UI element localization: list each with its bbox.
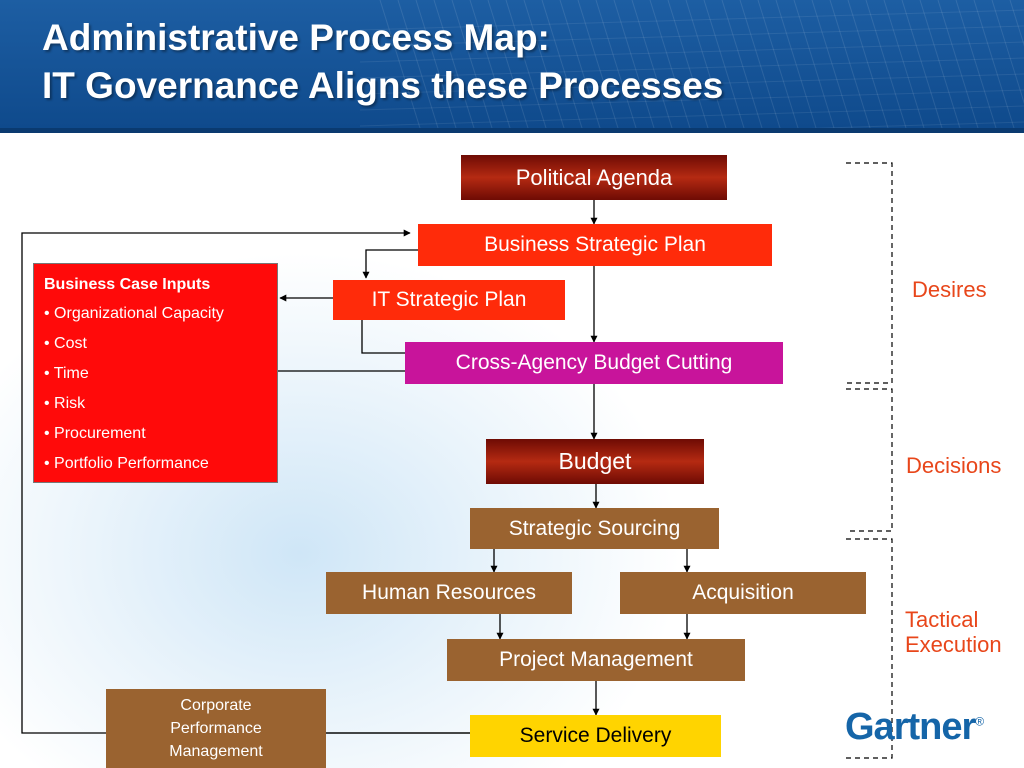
business-strategic-plan-box: Business Strategic Plan (418, 224, 772, 266)
grid-line (541, 0, 583, 128)
bracket-decisions (846, 388, 893, 532)
grid-line (359, 89, 1024, 111)
business-case-item: • Procurement (44, 425, 146, 442)
grid-line (415, 0, 457, 128)
grid-line (919, 0, 961, 128)
grid-line (829, 0, 871, 128)
strategic-sourcing-box: Strategic Sourcing (470, 508, 719, 549)
grid-line (703, 0, 745, 128)
strategic-sourcing-label: Strategic Sourcing (508, 516, 681, 540)
arrow-bsp-to-itsp (362, 249, 418, 279)
business-case-title: Business Case Inputs (44, 276, 211, 293)
registered-mark: ® (975, 714, 984, 729)
business-case-item: • Time (44, 365, 89, 382)
business-strategic-plan-label: Business Strategic Plan (484, 233, 706, 256)
phase-label-desires: Desires (912, 277, 987, 302)
project-management-label: Project Management (499, 648, 693, 671)
acquisition-label: Acquisition (692, 581, 794, 604)
grid-line (359, 73, 1024, 95)
phase-label-decisions: Decisions (906, 453, 1002, 478)
grid-line (685, 0, 727, 128)
grid-line (973, 0, 1015, 128)
business-case-item: • Cost (44, 335, 87, 352)
grid-line (649, 0, 691, 128)
business-case-list: • Organizational Capacity • Cost • Time … (44, 299, 277, 479)
service-delivery-box: Service Delivery (470, 715, 721, 757)
gartner-logo: Gartner® (845, 706, 984, 749)
grid-line (379, 0, 421, 128)
grid-line (811, 0, 853, 128)
grid-line (359, 41, 1024, 63)
grid-line (433, 0, 475, 128)
header-divider (0, 128, 1024, 133)
human-resources-box: Human Resources (326, 572, 572, 614)
grid-line (359, 105, 1024, 127)
it-strategic-plan-box: IT Strategic Plan (333, 280, 565, 320)
grid-line (865, 0, 907, 128)
service-delivery-label: Service Delivery (519, 724, 672, 747)
grid-line (359, 25, 1024, 47)
grid-line (595, 0, 637, 128)
grid-line (631, 0, 673, 128)
grid-line (901, 0, 943, 128)
budget-box: Budget (486, 439, 704, 484)
grid-line (1009, 0, 1024, 47)
grid-line (808, 121, 1024, 128)
grid-line (397, 0, 439, 128)
bracket-tactical (846, 538, 893, 759)
grid-line (937, 0, 979, 128)
slide-title: Administrative Process Map: IT Governanc… (42, 14, 723, 110)
political-agenda-label: Political Agenda (515, 164, 673, 190)
bracket-desires (846, 162, 893, 384)
phase-label-tactical-execution: Tactical Execution (905, 607, 1002, 657)
acquisition-box: Acquisition (620, 572, 866, 614)
human-resources-label: Human Resources (362, 581, 536, 604)
business-case-item: • Portfolio Performance (44, 455, 209, 472)
slide-header: Administrative Process Map: IT Governanc… (0, 0, 1024, 128)
header-grid-pattern (359, 0, 1024, 128)
line-itsp-to-cabc (361, 320, 405, 354)
grid-line (739, 0, 781, 128)
grid-line (955, 0, 997, 128)
tactical-line-1: Tactical (905, 607, 979, 632)
grid-line (775, 0, 817, 128)
corporate-performance-management-box: Corporate Performance Management (106, 689, 326, 768)
grid-line (793, 0, 835, 128)
budget-label: Budget (558, 448, 632, 474)
cross-agency-budget-cutting-label: Cross-Agency Budget Cutting (455, 351, 733, 374)
business-case-item: • Risk (44, 395, 86, 412)
grid-line (613, 0, 655, 128)
grid-line (883, 0, 925, 128)
tactical-line-2: Execution (905, 632, 1002, 657)
grid-line (523, 0, 565, 128)
title-line-2: IT Governance Aligns these Processes (42, 65, 724, 106)
grid-line (505, 0, 547, 128)
grid-line (359, 57, 1024, 79)
grid-line (359, 9, 1024, 31)
grid-line (577, 0, 619, 128)
business-case-item: • Organizational Capacity (44, 305, 224, 322)
cpm-label-line-3: Management (169, 743, 263, 760)
logo-text: Gartner (845, 706, 976, 748)
cross-agency-budget-cutting-box: Cross-Agency Budget Cutting (405, 342, 783, 384)
cpm-label-line-2: Performance (170, 720, 262, 737)
project-management-box: Project Management (447, 639, 745, 681)
cpm-label-line-1: Corporate (180, 697, 252, 714)
business-case-inputs-box: Business Case Inputs • Organizational Ca… (33, 263, 278, 483)
grid-line (451, 0, 493, 128)
grid-line (847, 0, 889, 128)
title-line-1: Administrative Process Map: (42, 17, 550, 58)
grid-line (757, 0, 799, 128)
grid-line (487, 0, 529, 128)
grid-line (991, 0, 1024, 105)
political-agenda-box: Political Agenda (461, 155, 727, 200)
grid-line (721, 0, 763, 128)
it-strategic-plan-label: IT Strategic Plan (371, 288, 527, 311)
grid-line (469, 0, 511, 128)
grid-line (667, 0, 709, 128)
grid-line (559, 0, 601, 128)
